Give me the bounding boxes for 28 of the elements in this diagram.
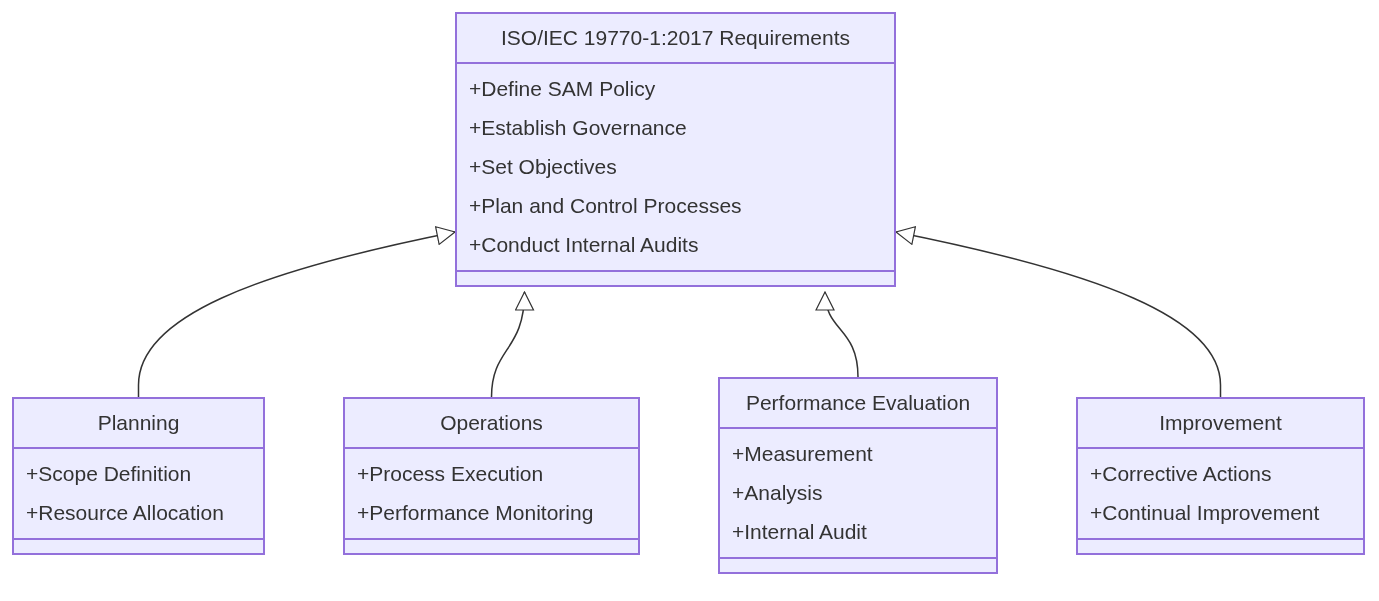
class-attribute: +Analysis [732,480,824,506]
inheritance-arrow [490,291,534,398]
class-name: ISO/IEC 19770-1:2017 Requirements [500,25,850,52]
class-attribute: +Plan and Control Processes [469,193,743,219]
class-attribute: +Conduct Internal Audits [469,232,700,258]
class-box [1076,397,1365,555]
class-name: Performance Evaluation [745,390,971,417]
class-box [12,397,265,555]
class-attribute: +Define SAM Policy [469,76,657,102]
class-name: Operations [440,410,543,437]
class-attribute: +Set Objectives [469,154,618,180]
class-attribute: +Continual Improvement [1090,500,1321,526]
class-name: Improvement [1159,410,1282,437]
class-attribute: +Measurement [732,441,874,467]
class-attribute: +Resource Allocation [26,500,225,526]
class-attribute: +Internal Audit [732,519,868,545]
class-attribute: +Process Execution [357,461,545,487]
class-box [455,12,896,287]
inheritance-arrow [137,226,456,398]
class-name: Planning [97,410,180,437]
inheritance-arrow [816,291,859,378]
class-box [718,377,998,574]
class-attribute: +Scope Definition [26,461,193,487]
class-attribute: +Performance Monitoring [357,500,595,526]
inheritance-arrow [895,226,1222,398]
class-attribute: +Corrective Actions [1090,461,1273,487]
class-box [343,397,640,555]
class-attribute: +Establish Governance [469,115,688,141]
